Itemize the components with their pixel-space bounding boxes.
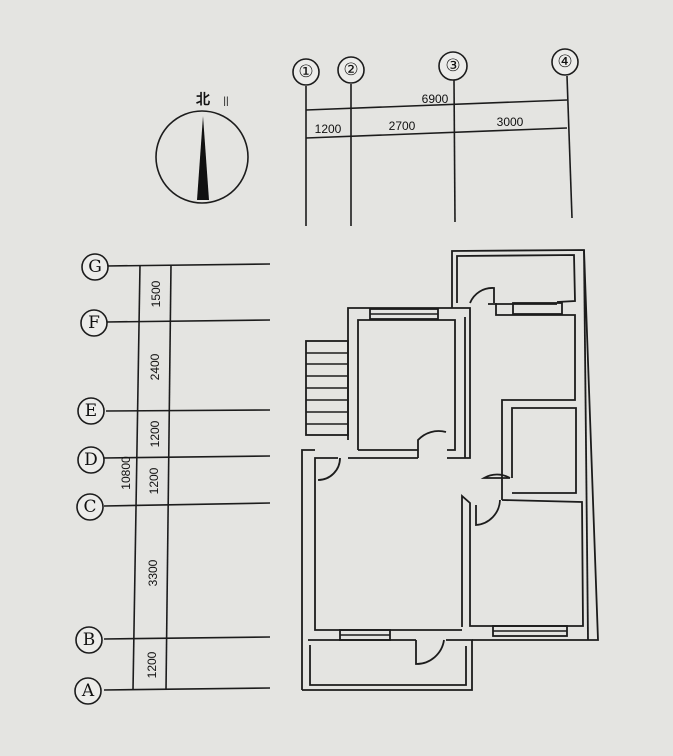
- bathroom: [511, 407, 577, 494]
- axis-label-C: C: [83, 497, 96, 517]
- axis-label-E: E: [85, 401, 97, 421]
- door-north-balcony: [469, 287, 495, 304]
- door-south-balcony: [415, 639, 445, 665]
- dimension-span-G-F: 1500: [149, 280, 163, 307]
- axis-line-4: [566, 75, 573, 219]
- outer-wall-west: [301, 449, 315, 690]
- room-south-east: [461, 494, 584, 627]
- axis-line-G: [105, 263, 271, 267]
- axis-bubble-A: [74, 677, 102, 705]
- bedroom-north-west-outer: [347, 307, 471, 459]
- left-axis-grid: G F E D C B A 10800 1500 2400 1200 1200 …: [74, 253, 271, 705]
- axis-label-D: D: [84, 450, 98, 470]
- axis-bubble-B: [75, 626, 103, 654]
- axis-bubble-G: [81, 253, 109, 281]
- axis-bubble-C: [76, 493, 104, 521]
- bedroom-north-west-inner: [357, 319, 456, 451]
- door-bathroom: [480, 473, 511, 479]
- axis-line-C: [103, 502, 271, 507]
- axis-label-F: F: [88, 313, 100, 333]
- north-balcony: [456, 254, 576, 303]
- dimension-span-E-D: 1200: [148, 420, 162, 447]
- north-compass: 北 ||: [155, 91, 249, 204]
- dimension-span-3-4: 3000: [497, 115, 524, 129]
- axis-bubble-3: [438, 51, 468, 81]
- dimension-line-spans-depth: [165, 264, 172, 691]
- dimension-span-C-B: 3300: [146, 559, 160, 586]
- living-room-inner: [314, 457, 462, 631]
- axis-line-A: [103, 687, 271, 691]
- compass-circle: [155, 110, 249, 204]
- north-arrow-icon: [197, 116, 209, 200]
- dimension-span-B-A: 1200: [145, 651, 159, 678]
- east-wall-inner: [583, 249, 589, 641]
- dimension-span-D-C: 1200: [147, 467, 161, 494]
- axis-line-D: [103, 455, 271, 459]
- window-room-north-east: [512, 302, 563, 315]
- axis-label-B: B: [83, 630, 96, 650]
- axis-label-4: ④: [557, 52, 572, 72]
- dimension-line-spans: [305, 127, 568, 139]
- bedroom-south-wall: [348, 449, 418, 459]
- north-mark: ||: [223, 96, 228, 107]
- axis-label-2: ②: [343, 60, 358, 80]
- dimension-span-F-E: 2400: [148, 353, 162, 380]
- top-axis-grid: ① ② ③ ④ 6900 1200 2700 3000: [292, 48, 579, 226]
- north-label: 北: [196, 91, 210, 107]
- axis-line-B: [103, 636, 271, 640]
- axis-label-1: ①: [298, 62, 313, 82]
- axis-line-F: [105, 319, 271, 323]
- dimension-total-width: 6900: [422, 92, 449, 106]
- dimension-line-total: [305, 99, 568, 111]
- axis-line-3: [453, 79, 456, 223]
- axis-label-3: ③: [445, 56, 460, 76]
- axis-bubble-1: [292, 58, 320, 86]
- dimension-span-2-3: 2700: [389, 119, 416, 133]
- axis-label-A: A: [81, 681, 95, 701]
- room-north-east: [464, 303, 576, 500]
- dimension-line-total-depth: [132, 264, 141, 691]
- door-bedroom-north-west: [417, 430, 447, 458]
- dimension-total-depth: 10800: [119, 456, 133, 490]
- axis-bubble-D: [77, 446, 105, 474]
- floor-plan: [301, 249, 599, 691]
- axis-bubble-4: [551, 48, 579, 76]
- door-entrance: [317, 457, 341, 481]
- axis-bubble-F: [80, 309, 108, 337]
- south-balcony: [302, 639, 473, 691]
- door-room-south-east: [475, 499, 501, 526]
- stairs: [305, 340, 349, 436]
- dimension-span-1-2: 1200: [315, 122, 342, 136]
- axis-bubble-E: [77, 397, 105, 425]
- axis-label-G: G: [88, 257, 102, 277]
- axis-bubble-2: [337, 56, 365, 84]
- axis-line-E: [105, 409, 271, 412]
